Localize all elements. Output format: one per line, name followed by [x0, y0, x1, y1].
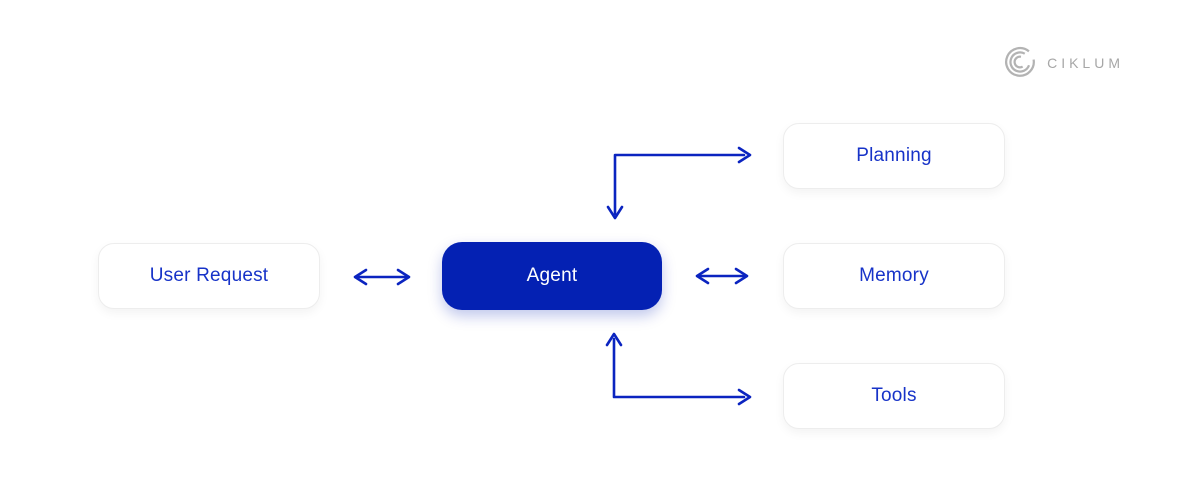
node-memory-label: Memory — [859, 265, 929, 286]
arrow-user-request-agent — [353, 268, 411, 286]
node-planning[interactable]: Planning — [783, 123, 1005, 189]
ciklum-wordmark: CIKLUM — [1047, 55, 1124, 71]
arrow-agent-planning — [606, 146, 752, 220]
node-tools[interactable]: Tools — [783, 363, 1005, 429]
node-agent-label: Agent — [526, 265, 578, 286]
node-tools-label: Tools — [871, 385, 917, 406]
node-memory[interactable]: Memory — [783, 243, 1005, 309]
node-user-request[interactable]: User Request — [98, 243, 320, 309]
ciklum-arcs-icon — [1003, 44, 1037, 80]
arrow-agent-tools — [605, 332, 752, 406]
node-user-request-label: User Request — [149, 265, 269, 286]
node-planning-label: Planning — [856, 145, 932, 166]
node-agent[interactable]: Agent — [442, 242, 662, 310]
ciklum-logo: CIKLUM — [1003, 44, 1124, 80]
arrow-agent-memory — [695, 267, 749, 285]
